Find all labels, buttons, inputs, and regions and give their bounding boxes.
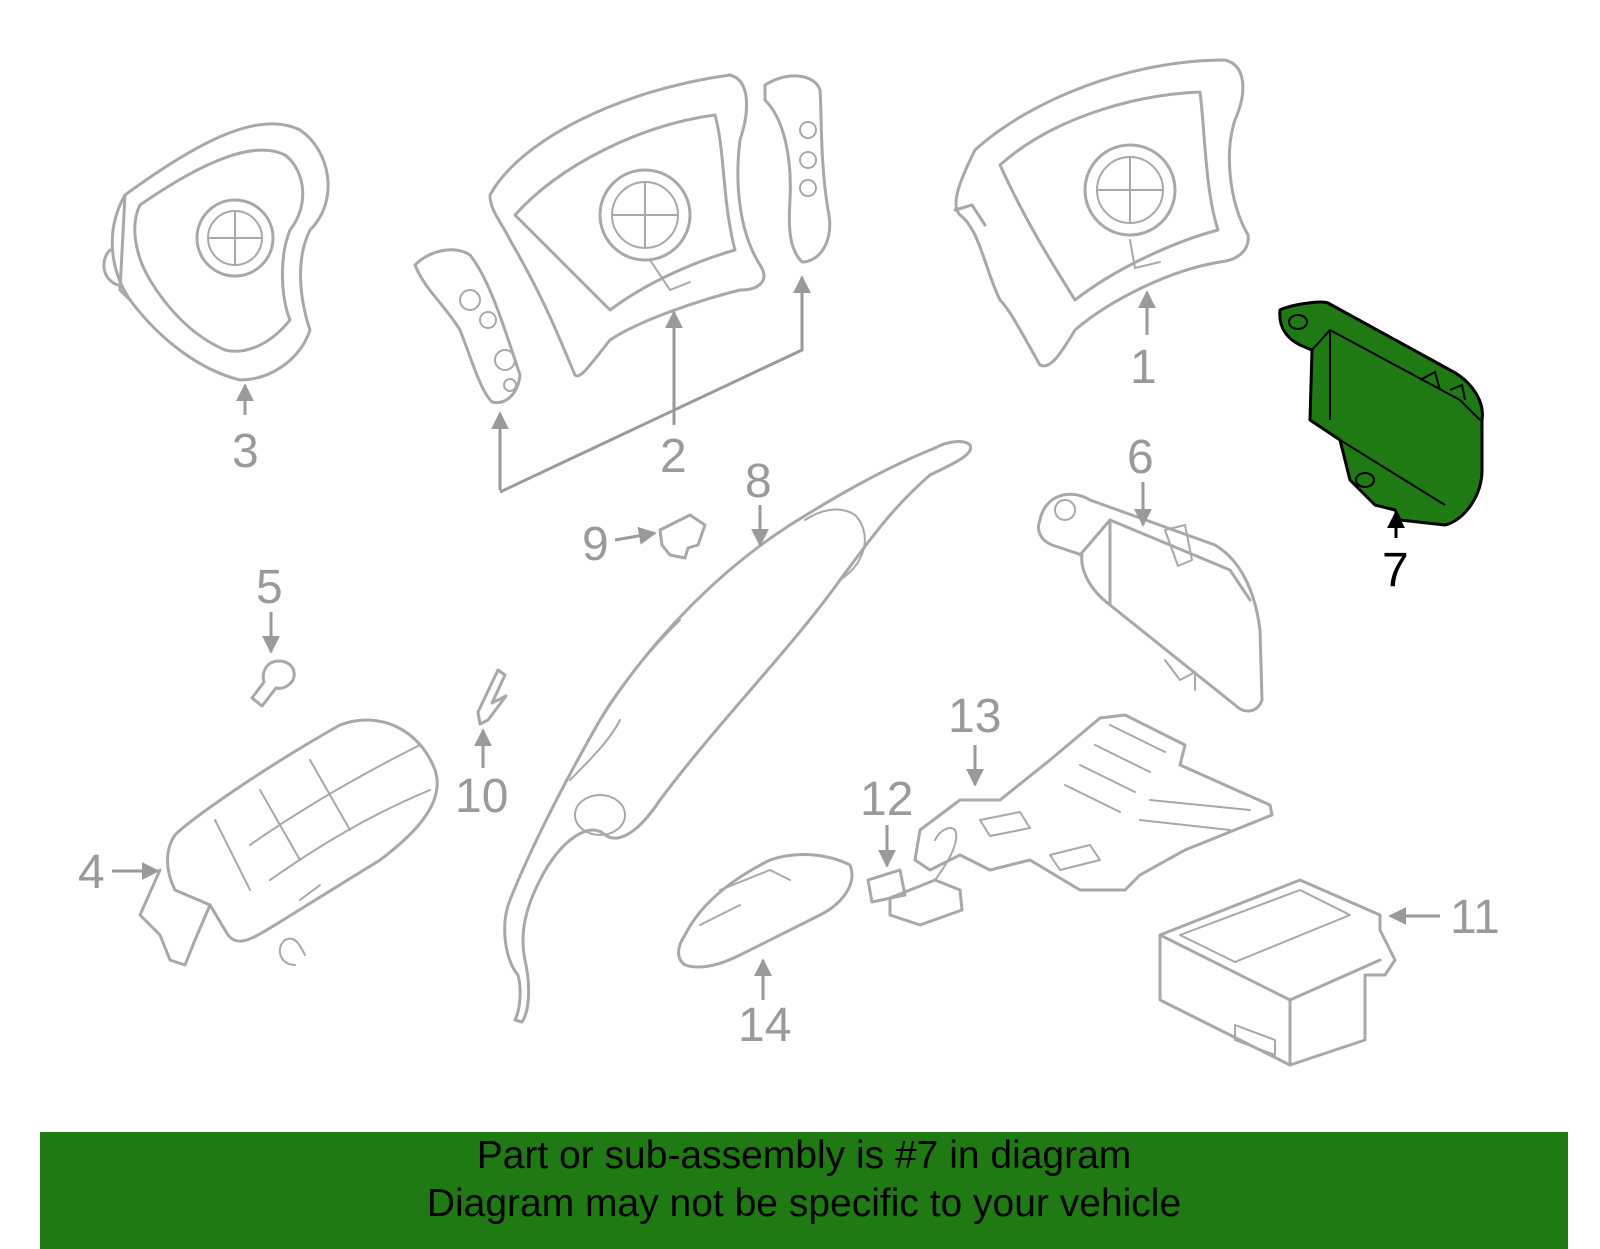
part-6-side-airbag[interactable]: [1037, 492, 1264, 713]
callout-13[interactable]: 13: [948, 690, 1001, 743]
part-8-head-airbag[interactable]: [503, 440, 973, 1024]
banner-line-2: Diagram may not be specific to your vehi…: [426, 1182, 1182, 1225]
callout-11[interactable]: 11: [1450, 891, 1500, 944]
part-3-airbag-module[interactable]: [102, 122, 330, 382]
callout-6[interactable]: 6: [1127, 431, 1154, 484]
callout-14[interactable]: 14: [738, 999, 791, 1052]
part-14-sensor[interactable]: [677, 853, 854, 969]
part-2-airbag-module[interactable]: [488, 73, 766, 378]
callout-1[interactable]: 1: [1130, 341, 1157, 394]
part-7-control-unit[interactable]: [1278, 300, 1484, 527]
part-2-switch-right[interactable]: [763, 74, 832, 264]
callout-3[interactable]: 3: [232, 425, 259, 478]
callout-7[interactable]: 7: [1382, 544, 1409, 597]
callout-8[interactable]: 8: [745, 455, 772, 508]
leader-2: [491, 275, 811, 494]
part-13-occupancy-sensor[interactable]: [913, 713, 1274, 892]
part-1-airbag-module[interactable]: [953, 58, 1250, 368]
leader-9: [614, 526, 657, 545]
part-4-passenger-airbag[interactable]: [138, 718, 439, 967]
callout-9[interactable]: 9: [582, 518, 609, 571]
part-12-connector[interactable]: [866, 827, 964, 927]
part-11-control-module[interactable]: [1158, 878, 1397, 1067]
callout-4[interactable]: 4: [78, 846, 105, 899]
part-10-bracket[interactable]: [476, 668, 508, 726]
callout-10[interactable]: 10: [455, 770, 508, 823]
part-9-clip[interactable]: [658, 513, 707, 560]
part-5-screw[interactable]: [250, 659, 296, 708]
callout-12[interactable]: 12: [860, 773, 913, 826]
info-banner: Part or sub-assembly is #7 in diagram Di…: [40, 1132, 1568, 1249]
banner-line-1: Part or sub-assembly is #7 in diagram: [476, 1134, 1132, 1177]
callout-2[interactable]: 2: [660, 430, 687, 483]
callout-5[interactable]: 5: [256, 561, 283, 614]
part-2-switch-left[interactable]: [413, 248, 522, 405]
